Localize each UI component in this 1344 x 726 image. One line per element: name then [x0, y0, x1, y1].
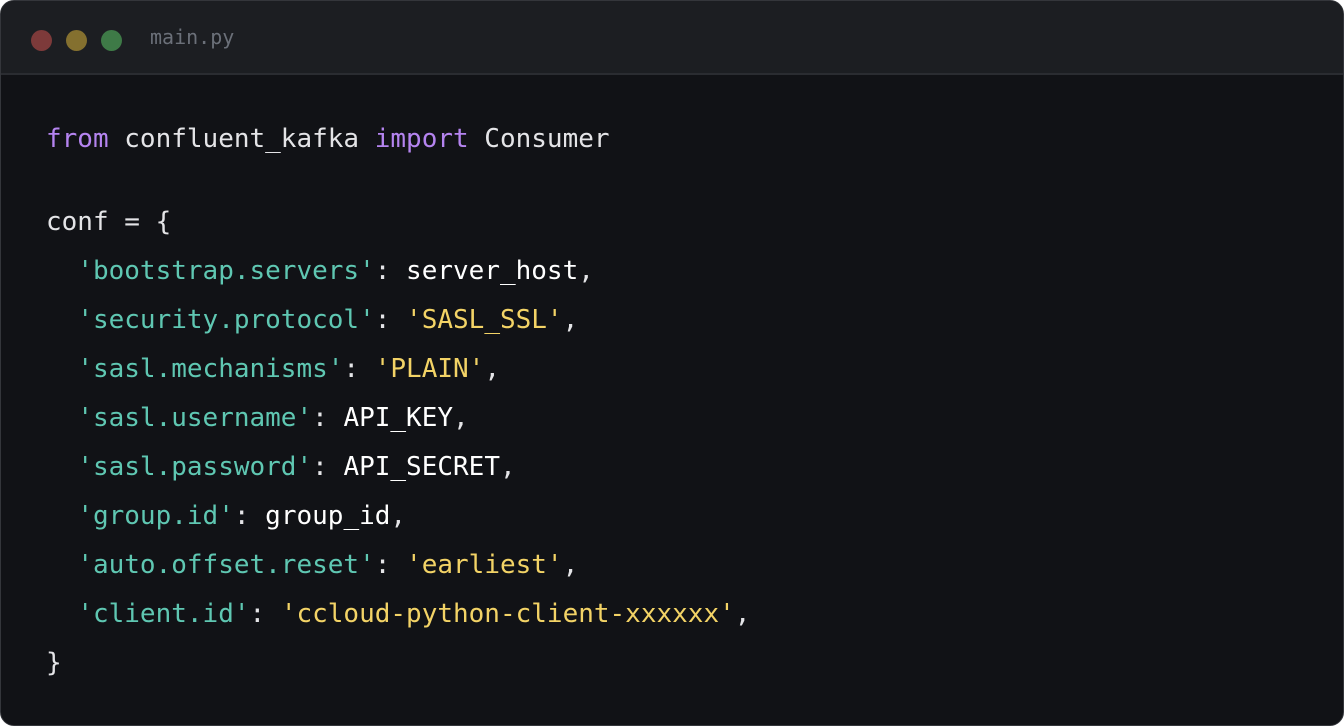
code-token-kw: from	[46, 124, 109, 154]
code-token-kw: import	[374, 124, 469, 154]
code-line: 'sasl.mechanisms': 'PLAIN',	[46, 343, 750, 392]
maximize-button[interactable]	[101, 30, 122, 51]
code-token-plain: }	[46, 648, 62, 678]
code-token-id: API_SECRET	[343, 452, 500, 482]
code-token-plain	[46, 305, 77, 335]
code-token-key: 'security.protocol'	[77, 305, 375, 335]
file-name: main.py	[150, 25, 235, 49]
code-token-str: 'ccloud-python-client-xxxxxx'	[280, 599, 735, 629]
code-token-key: 'auto.offset.reset'	[77, 550, 375, 580]
code-token-plain: :	[343, 354, 375, 384]
code-token-plain: :	[374, 550, 407, 580]
code-token-plain: ,	[734, 599, 751, 629]
code-token-plain	[46, 354, 77, 384]
code-token-plain	[46, 403, 77, 433]
code-token-str: 'earliest'	[406, 550, 563, 580]
code-token-plain	[46, 452, 77, 482]
code-token-plain: ,	[562, 305, 579, 335]
code-line: conf = {	[46, 196, 750, 245]
code-line: 'sasl.password': API_SECRET,	[46, 441, 750, 490]
code-token-plain: :	[374, 305, 407, 335]
code-token-key: 'sasl.password'	[77, 452, 313, 482]
code-token-plain: ,	[484, 354, 500, 384]
code-token-plain: :	[312, 403, 344, 433]
title-bar: main.py	[1, 1, 1343, 75]
minimize-button[interactable]	[66, 30, 87, 51]
code-line: 'auto.offset.reset': 'earliest',	[46, 539, 750, 588]
code-token-plain: :	[249, 599, 281, 629]
code-line: 'security.protocol': 'SASL_SSL',	[46, 294, 750, 343]
code-token-plain: ,	[578, 256, 594, 286]
code-token-id: server_host	[406, 256, 579, 286]
code-token-plain: :	[374, 256, 407, 286]
code-line: from confluent_kafka import Consumer	[46, 113, 750, 162]
code-line	[46, 162, 750, 196]
code-line: 'bootstrap.servers': server_host,	[46, 245, 750, 294]
code-token-plain: ,	[562, 550, 579, 580]
code-line: 'client.id': 'ccloud-python-client-xxxxx…	[46, 588, 750, 637]
code-token-key: 'sasl.mechanisms'	[77, 354, 344, 384]
close-button[interactable]	[31, 30, 52, 51]
code-token-plain	[46, 550, 77, 580]
code-token-key: 'bootstrap.servers'	[77, 256, 375, 286]
code-token-plain	[46, 599, 77, 629]
code-token-plain: confluent_kafka	[108, 124, 375, 154]
code-token-plain: ,	[390, 501, 407, 531]
code-token-id: group_id	[265, 501, 391, 531]
code-token-key: 'sasl.username'	[77, 403, 313, 433]
code-token-id: API_KEY	[343, 403, 454, 433]
code-line: 'sasl.username': API_KEY,	[46, 392, 750, 441]
code-token-plain: ,	[499, 452, 516, 482]
code-token-plain: ,	[453, 403, 469, 433]
code-token-plain: Consumer	[468, 124, 610, 154]
code-token-plain: conf = {	[46, 207, 172, 237]
code-token-plain	[46, 501, 77, 531]
code-token-key: 'client.id'	[77, 599, 250, 629]
code-token-plain	[46, 256, 77, 286]
code-line: }	[46, 637, 750, 686]
code-token-str: 'PLAIN'	[374, 354, 485, 384]
code-token-key: 'group.id'	[77, 501, 234, 531]
code-token-plain: :	[312, 452, 344, 482]
code-line: 'group.id': group_id,	[46, 490, 750, 539]
code-token-plain: :	[233, 501, 266, 531]
code-token-str: 'SASL_SSL'	[406, 305, 563, 335]
